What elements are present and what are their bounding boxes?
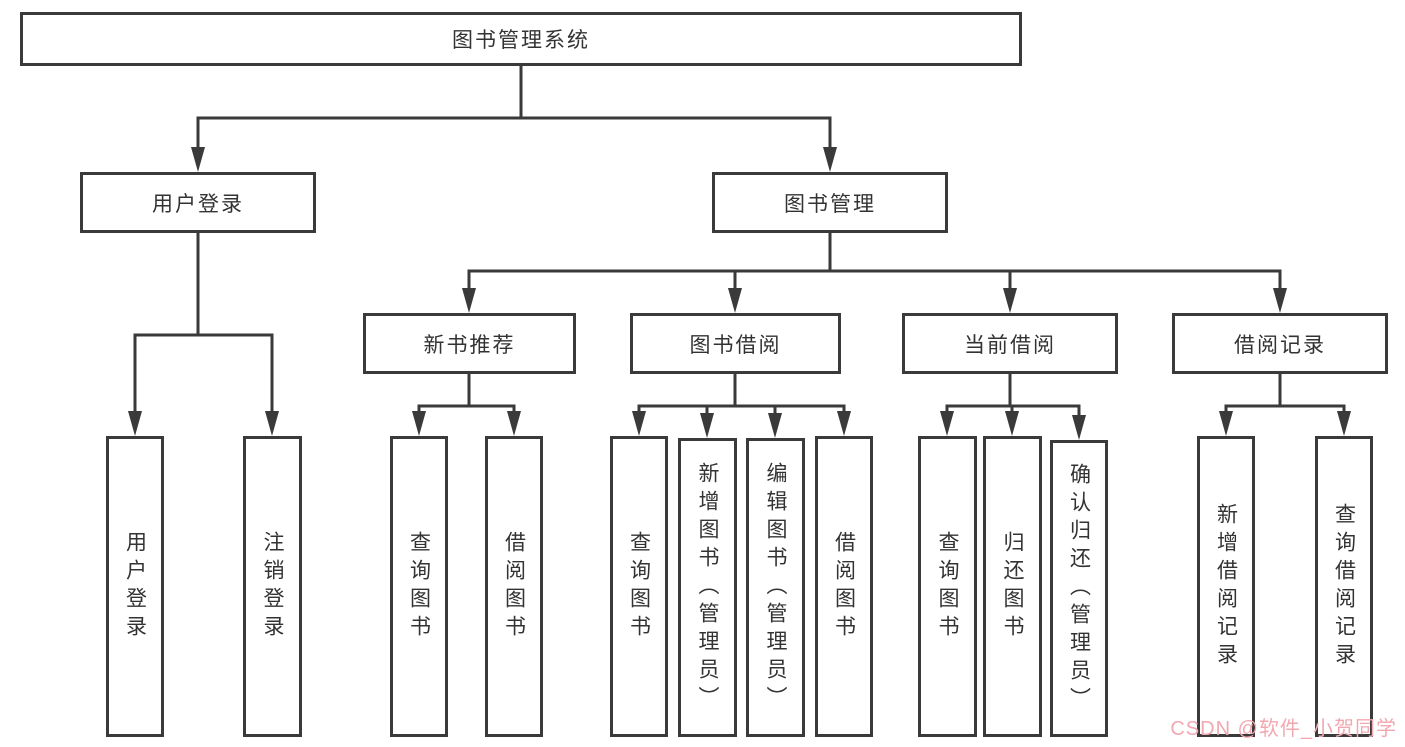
book-borrowing-node: 图书借阅 xyxy=(630,313,841,374)
node-label: 归还图书 xyxy=(1001,530,1025,643)
new-book-recommendation-node: 新书推荐 xyxy=(363,313,576,374)
node-label: 图书管理 xyxy=(784,192,876,216)
leaf-query-books-recommend: 查询图书 xyxy=(390,436,448,737)
node-label: 新书推荐 xyxy=(423,333,516,357)
node-label: 查询图书 xyxy=(627,530,651,643)
leaf-query-borrow-record: 查询借阅记录 xyxy=(1315,436,1373,737)
leaf-borrow-books-borrowing: 借阅图书 xyxy=(815,436,873,737)
leaf-edit-book-admin: 编辑图书（管理员） xyxy=(746,438,805,737)
leaf-confirm-return-admin: 确认归还（管理员） xyxy=(1050,440,1108,737)
root-node-library-management-system: 图书管理系统 xyxy=(20,12,1022,66)
node-label: 注销登录 xyxy=(261,530,285,643)
leaf-borrow-books-recommend: 借阅图书 xyxy=(485,436,543,737)
leaf-user-login: 用户登录 xyxy=(106,436,164,737)
watermark: CSDN @软件_小贺同学 xyxy=(1170,718,1397,740)
user-login-node: 用户登录 xyxy=(80,172,316,233)
leaf-add-borrow-record: 新增借阅记录 xyxy=(1197,436,1255,737)
node-label: 新增图书（管理员） xyxy=(696,461,720,714)
node-label: 借阅记录 xyxy=(1234,333,1326,357)
node-label: 用户登录 xyxy=(152,192,244,216)
leaf-add-book-admin: 新增图书（管理员） xyxy=(678,438,737,737)
current-borrowing-node: 当前借阅 xyxy=(902,313,1118,374)
node-label: 图书借阅 xyxy=(689,333,782,357)
node-label: 借阅图书 xyxy=(832,530,856,643)
leaf-query-books-current: 查询图书 xyxy=(918,436,977,737)
borrowing-records-node: 借阅记录 xyxy=(1172,313,1388,374)
book-management-node: 图书管理 xyxy=(712,172,948,233)
node-label: 用户登录 xyxy=(123,530,147,643)
node-label: 查询图书 xyxy=(936,530,960,643)
node-label: 借阅图书 xyxy=(502,530,526,643)
node-label: 确认归还（管理员） xyxy=(1067,462,1091,715)
leaf-return-books: 归还图书 xyxy=(983,436,1042,737)
node-label: 编辑图书（管理员） xyxy=(764,461,788,714)
node-label: 图书管理系统 xyxy=(452,29,590,52)
leaf-query-books-borrowing: 查询图书 xyxy=(610,436,668,737)
node-label: 查询图书 xyxy=(407,530,431,643)
node-label: 当前借阅 xyxy=(964,333,1056,357)
leaf-logout: 注销登录 xyxy=(243,436,302,737)
node-label: 新增借阅记录 xyxy=(1214,502,1238,671)
node-label: 查询借阅记录 xyxy=(1332,502,1356,671)
